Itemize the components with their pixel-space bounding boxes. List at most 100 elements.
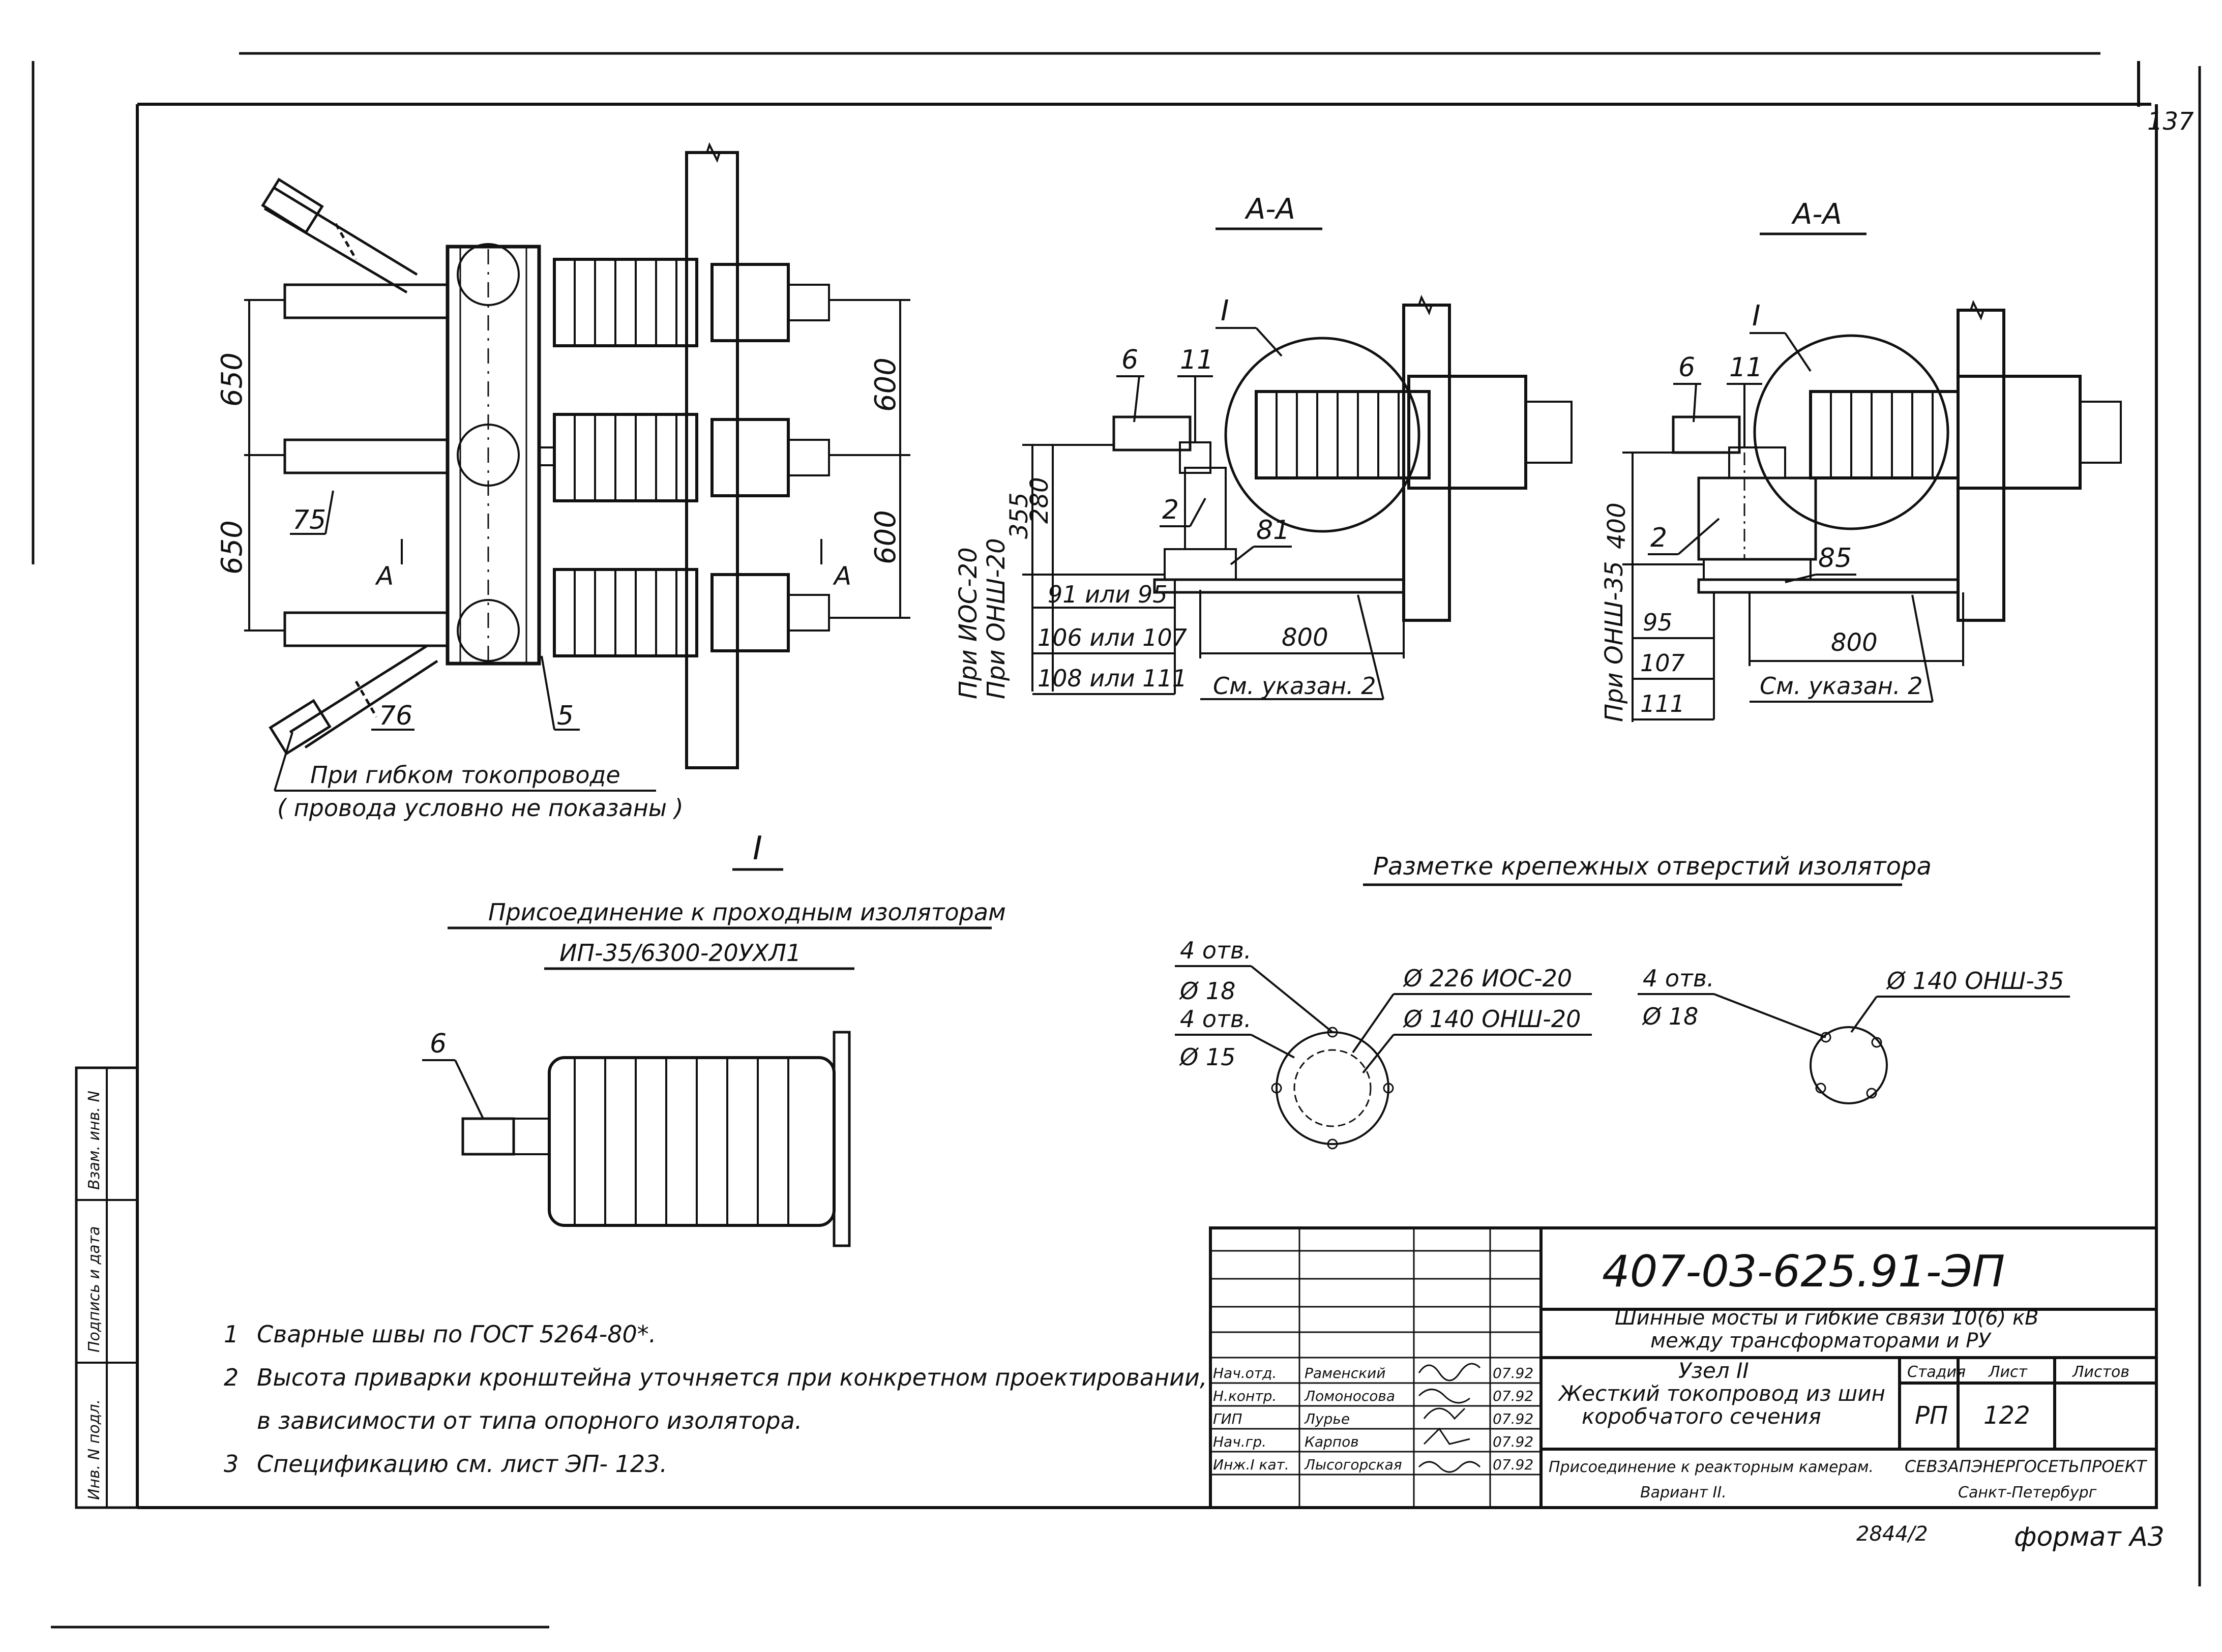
aa1-table-row2: 106 или 107 — [1038, 624, 1187, 651]
aa1-callout-11: 11 — [1180, 345, 1213, 375]
signer-3-role: ГИП — [1213, 1410, 1242, 1427]
right-holes: 4 отв. — [1643, 965, 1714, 992]
project-line-2: между трансформаторами и РУ — [1650, 1329, 1992, 1353]
section-mark-left: А — [375, 561, 394, 591]
project-line-1: Шинные мосты и гибкие связи 10(6) кВ — [1615, 1306, 2039, 1330]
dim-650-bottom: 650 — [216, 520, 249, 575]
signer-1-role: Нач.отд. — [1213, 1365, 1277, 1381]
plan-view: 650 650 600 600 А А 75 76 5 При гибком т… — [216, 142, 910, 822]
aa1-height-table — [1032, 580, 1176, 695]
page-number: 137 — [2147, 107, 2194, 136]
format-label: формат А3 — [2014, 1522, 2165, 1552]
sheet-value: 122 — [1983, 1401, 2030, 1430]
note-3-num: 3 — [224, 1450, 239, 1478]
right-dia: Ø 18 — [1642, 1003, 1698, 1030]
aa1-dim-800: 800 — [1282, 623, 1328, 652]
aa1-label-ios20: При ИОС-20 — [954, 547, 983, 699]
signer-1-name: Раменский — [1305, 1365, 1385, 1381]
hole-marking: Разметке крепежных отверстий изолятора 4… — [1175, 852, 2070, 1150]
note-2-num: 2 — [224, 1364, 239, 1391]
detail-I-callout-6: 6 — [430, 1029, 447, 1059]
aa1-callout-81: 81 — [1256, 515, 1290, 546]
node-title-1: Узел II — [1678, 1358, 1749, 1383]
aa1-callout-6: 6 — [1121, 345, 1138, 375]
aa1-table-row1: 91 или 95 — [1048, 581, 1168, 608]
stage-header: Стадия — [1907, 1363, 1966, 1381]
aa2-table-row2: 107 — [1640, 649, 1685, 677]
note-1-text: Сварные швы по ГОСТ 5264-80*. — [257, 1320, 656, 1348]
detail-I: I Присоединение к проходным изоляторам И… — [422, 830, 1006, 1247]
aa1-callout-2: 2 — [1162, 495, 1179, 525]
stage-value: РП — [1915, 1401, 1948, 1430]
aa2-height-table — [1633, 592, 1715, 720]
plan-note-line1: При гибком токопроводе — [310, 761, 620, 789]
signer-2-date: 07.92 — [1493, 1388, 1533, 1404]
section-aa-1-title: А-А — [1245, 193, 1295, 226]
aa1-dim-355: 355 — [1005, 492, 1033, 539]
node-title-2: Жесткий токопровод из шин — [1557, 1381, 1885, 1406]
bolt-circle-2: Ø 140 ОНШ-20 — [1403, 1005, 1581, 1033]
signer-2-name: Ломоносова — [1304, 1388, 1395, 1404]
signer-5-name: Лысогорская — [1304, 1456, 1402, 1473]
left-holes-1: 4 отв. — [1180, 937, 1252, 964]
aa2-callout-2: 2 — [1650, 523, 1667, 553]
sub-title-1: Присоединение к реакторным камерам. — [1549, 1458, 1874, 1476]
flexible-lead-bottom — [269, 644, 438, 756]
bolt-circle-1: Ø 226 ИОС-20 — [1403, 965, 1572, 992]
plan-note-line2: ( провода условно не показаны ) — [277, 794, 684, 822]
doc-code: 407-03-625.91-ЭП — [1602, 1246, 2005, 1297]
aa2-callout-11: 11 — [1729, 352, 1763, 383]
note-3-text: Спецификацию см. лист ЭП- 123. — [257, 1450, 667, 1478]
aa2-dim-400: 400 — [1603, 502, 1631, 549]
sheets-header: Листов — [2072, 1363, 2129, 1381]
signer-1-date: 07.92 — [1493, 1365, 1533, 1381]
insulator-top — [553, 258, 830, 347]
aa1-see-note: См. указан. 2 — [1213, 672, 1376, 700]
stamp-cell-1: Взам. инв. N — [85, 1091, 103, 1190]
node-title-3: коробчатого сечения — [1582, 1404, 1821, 1429]
aa2-callout-6: 6 — [1678, 352, 1695, 383]
aa2-label-onsh35: При ОНШ-35 — [1600, 561, 1628, 722]
sheet-header: Лист — [1988, 1363, 2028, 1381]
aa2-see-note: См. указан. 2 — [1760, 672, 1923, 700]
signer-5-date: 07.92 — [1493, 1456, 1533, 1473]
left-dia-1: Ø 18 — [1179, 977, 1235, 1005]
plan-dimensions — [244, 299, 910, 632]
detail-I-title-2: ИП-35/6300-20УХЛ1 — [559, 939, 801, 967]
side-stamp: Взам. инв. N Подпись и дата Инв. N подл. — [75, 1066, 139, 1509]
note-2-text: Высота приварки кронштейна уточняется пр… — [257, 1364, 1207, 1391]
aa1-table-row3: 108 или 111 — [1038, 665, 1187, 692]
callout-5: 5 — [557, 701, 574, 731]
dim-600-top: 600 — [869, 357, 902, 412]
signer-2-role: Н.контр. — [1213, 1388, 1277, 1404]
aa1-callout-I: I — [1221, 294, 1229, 327]
dim-650-top: 650 — [216, 352, 249, 407]
aa2-callout-85: 85 — [1818, 543, 1852, 574]
section-mark-right: А — [833, 561, 851, 591]
section-aa-2-title: А-А — [1791, 198, 1842, 231]
org-city: Санкт-Петербург — [1958, 1484, 2097, 1501]
hole-marking-title: Разметке крепежных отверстий изолятора — [1373, 852, 1932, 881]
right-bolt-circle: Ø 140 ОНШ-35 — [1886, 967, 2064, 995]
signer-5-role: Инж.I кат. — [1213, 1456, 1289, 1473]
signer-4-date: 07.92 — [1493, 1433, 1533, 1450]
left-holes-2: 4 отв. — [1180, 1005, 1252, 1033]
aa2-table-row1: 95 — [1643, 609, 1673, 636]
left-dia-2: Ø 15 — [1179, 1043, 1235, 1071]
insulator-bottom — [553, 568, 830, 657]
sub-title-2: Вариант II. — [1640, 1484, 1727, 1501]
callout-75: 75 — [292, 505, 326, 535]
insulator-middle — [553, 413, 830, 502]
org-name: СЕВЗАПЭНЕРГОСЕТЬПРОЕКТ — [1905, 1457, 2147, 1476]
title-block: 407-03-625.91-ЭП Шинные мосты и гибкие с… — [1209, 1226, 2158, 1509]
aa2-callout-I: I — [1752, 299, 1761, 333]
dim-600-bottom: 600 — [869, 510, 902, 564]
callout-76: 76 — [379, 701, 412, 731]
section-aa-1: А-А I 6 11 2 81 — [954, 193, 1573, 700]
note-1-num: 1 — [224, 1320, 239, 1348]
aa2-dim-800: 800 — [1831, 628, 1878, 657]
aa1-label-onsh20: При ОНШ-20 — [982, 538, 1011, 699]
handwritten-signatures — [1418, 1363, 1481, 1473]
copy-number: 2844/2 — [1856, 1522, 1928, 1546]
